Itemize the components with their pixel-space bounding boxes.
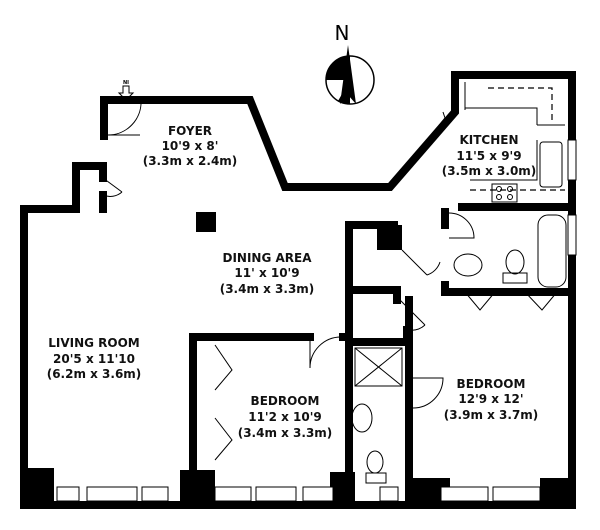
compass-needle-icon [340, 45, 356, 104]
room-name: BEDROOM [251, 394, 320, 408]
room-size-imperial: 20'5 x 11'10 [53, 352, 135, 366]
room-name: BEDROOM [457, 377, 526, 391]
entrance-label: NI [123, 80, 129, 86]
room-size-imperial: 12'9 x 12' [458, 392, 523, 406]
room-size-imperial: 11'5 x 9'9 [456, 149, 521, 163]
room-kitchen: KITCHEN 11'5 x 9'9 (3.5m x 3.0m) [442, 133, 537, 178]
toilet-icon [505, 249, 525, 275]
sink-icon [539, 141, 563, 188]
room-dining-area: DINING AREA 11' x 10'9 (3.4m x 3.3m) [220, 251, 315, 296]
walls [20, 71, 576, 509]
room-name: LIVING ROOM [48, 336, 140, 350]
kitchen-fixtures [464, 82, 565, 203]
room-name: KITCHEN [459, 133, 518, 147]
compass: N [325, 21, 375, 105]
toilet-icon-2 [366, 450, 384, 474]
room-living-room: LIVING ROOM 20'5 x 11'10 (6.2m x 3.6m) [47, 336, 142, 381]
room-size-imperial: 10'9 x 8' [162, 139, 219, 153]
doors [102, 99, 558, 461]
room-size-metric: (3.9m x 3.7m) [444, 408, 539, 422]
washbasin-icon-2 [351, 403, 373, 433]
room-size-metric: (3.4m x 3.3m) [220, 282, 315, 296]
column [196, 212, 216, 232]
room-name: DINING AREA [222, 251, 312, 265]
bathroom-fixtures [351, 214, 567, 484]
room-bedroom-1: BEDROOM 11'2 x 10'9 (3.4m x 3.3m) [238, 394, 333, 440]
room-size-metric: (3.4m x 3.3m) [238, 426, 333, 440]
windows [56, 139, 577, 502]
room-size-metric: (6.2m x 3.6m) [47, 367, 142, 381]
room-bedroom-2: BEDROOM 12'9 x 12' (3.9m x 3.7m) [444, 377, 539, 422]
shower-icon [354, 347, 403, 387]
washbasin-icon [453, 253, 483, 277]
room-size-imperial: 11'2 x 10'9 [248, 410, 322, 424]
stove-icon [491, 183, 518, 203]
room-foyer: FOYER 10'9 x 8' (3.3m x 2.4m) [143, 124, 238, 168]
bathtub-icon [537, 214, 567, 288]
room-size-metric: (3.5m x 3.0m) [442, 164, 537, 178]
room-size-imperial: 11' x 10'9 [234, 266, 299, 280]
compass-north-label: N [335, 21, 350, 45]
room-size-metric: (3.3m x 2.4m) [143, 154, 238, 168]
room-name: FOYER [168, 124, 212, 138]
